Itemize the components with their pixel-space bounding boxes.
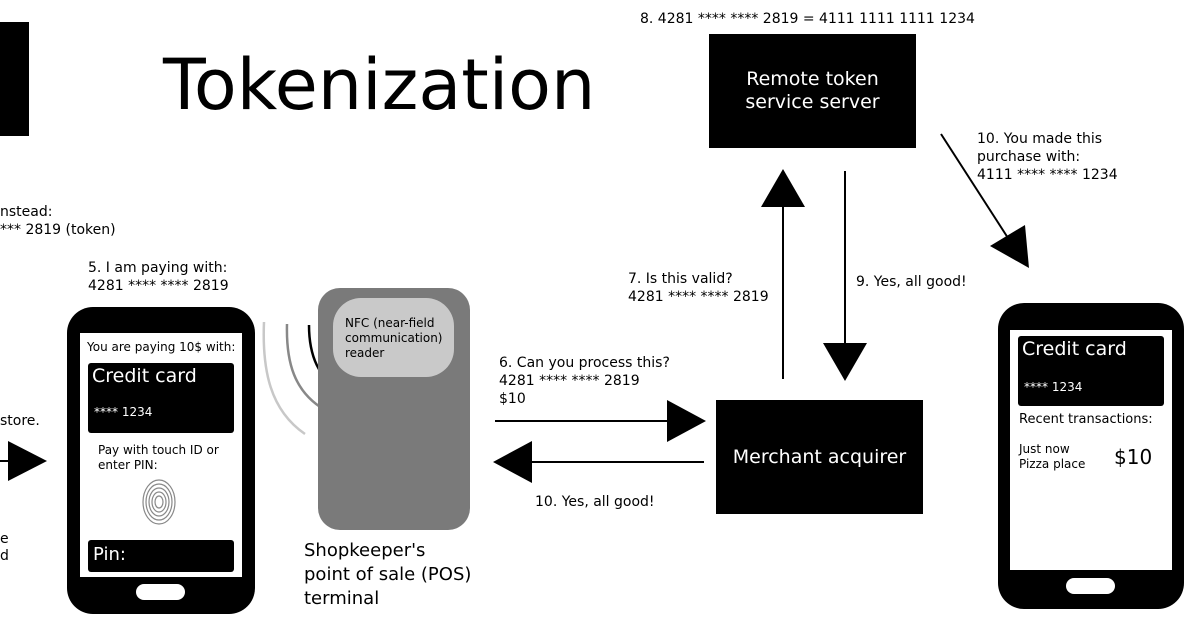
step-5-label: 5. I am paying with: 4281 **** **** 2819 (88, 259, 229, 295)
merchant-acquirer-label: Merchant acquirer (732, 446, 907, 468)
fragment-instead: nstead: (0, 204, 53, 220)
user-phone: Credit card **** 1234 Recent transaction… (998, 303, 1184, 609)
pos-label-line-1: Shopkeeper's (304, 540, 426, 561)
arrow-diagonal-head (990, 225, 1029, 268)
customer-credit-card: Credit card **** 1234 (88, 363, 234, 433)
user-card-title: Credit card (1022, 338, 1127, 360)
arrow-merchant-to-pos-head (493, 441, 532, 483)
step-8-label: 8. 4281 **** **** 2819 = 4111 1111 1111 … (640, 11, 975, 27)
step-10-user-label: 10. You made this purchase with: 4111 **… (977, 130, 1118, 184)
token-server-line-2: service server (745, 91, 880, 113)
nfc-line-3: reader (345, 346, 385, 360)
diagram-title: Tokenization (163, 44, 596, 126)
pos-label-line-2: point of sale (POS) (304, 564, 472, 585)
fingerprint-icon[interactable] (137, 476, 181, 528)
fragment-store: store. (0, 413, 40, 429)
step-7-label: 7. Is this valid? 4281 **** **** 2819 (628, 270, 769, 306)
step-5-line-1: 5. I am paying with: (88, 260, 228, 276)
fragment-token: *** 2819 (token) (0, 222, 116, 238)
pin-field[interactable]: Pin: (88, 540, 234, 572)
step-10-pos-label: 10. Yes, all good! (535, 494, 655, 510)
customer-home-button[interactable] (136, 584, 185, 600)
customer-phone: You are paying 10$ with: Credit card ***… (67, 307, 255, 614)
user-home-button[interactable] (1066, 578, 1115, 594)
nfc-line-2: communication) (345, 331, 443, 345)
token-server-line-1: Remote token (746, 68, 879, 90)
paying-text: You are paying 10$ with: (87, 340, 236, 354)
customer-phone-screen: You are paying 10$ with: Credit card ***… (80, 333, 242, 577)
arrow-up-head (761, 169, 805, 207)
user-card-number: **** 1234 (1024, 380, 1083, 394)
nfc-reader (333, 298, 454, 377)
arrow-pos-to-merchant-head (667, 400, 706, 442)
arrow-down-head (823, 343, 867, 381)
transaction-amount: $10 (1114, 445, 1153, 469)
step-9-label: 9. Yes, all good! (856, 274, 967, 290)
step-6-line-3: $10 (499, 391, 526, 407)
touch-id-line-2: enter PIN: (98, 458, 158, 472)
step-7-line-1: 7. Is this valid? (628, 271, 733, 287)
nfc-wave-outer (262, 321, 306, 436)
touch-id-text: Pay with touch ID or enter PIN: (98, 443, 219, 473)
transaction-time: Just now (1019, 442, 1070, 456)
step-6-line-1: 6. Can you process this? (499, 355, 670, 371)
merchant-acquirer-box: Merchant acquirer (716, 400, 923, 514)
touch-id-line-1: Pay with touch ID or (98, 443, 219, 457)
customer-card-title: Credit card (92, 365, 197, 387)
arrow-left-edge-head (8, 441, 47, 481)
step-10-user-line-1: 10. You made this (977, 131, 1103, 147)
pos-terminal-label: Shopkeeper's point of sale (POS) termina… (304, 539, 471, 611)
nfc-wave-middle (285, 323, 326, 412)
fragment-d: d (0, 548, 9, 564)
step-10-user-line-3: 4111 **** **** 1234 (977, 167, 1118, 183)
pos-label-line-3: terminal (304, 588, 380, 609)
transaction-merchant: Pizza place (1019, 457, 1086, 471)
step-5-line-2: 4281 **** **** 2819 (88, 278, 229, 294)
step-6-label: 6. Can you process this? 4281 **** **** … (499, 354, 670, 408)
fragment-e: e (0, 531, 9, 547)
transaction-desc: Just now Pizza place (1019, 442, 1085, 472)
recent-transactions-heading: Recent transactions: (1019, 412, 1153, 427)
step-10-user-line-2: purchase with: (977, 149, 1081, 165)
left-black-block (0, 22, 29, 136)
pin-label: Pin: (93, 544, 126, 565)
token-server-box: Remote token service server (709, 34, 916, 148)
arrow-diagonal-line (940, 133, 1009, 239)
user-credit-card: Credit card **** 1234 (1018, 336, 1164, 406)
nfc-line-1: NFC (near-field (345, 316, 435, 330)
customer-card-number: **** 1234 (94, 405, 153, 419)
step-7-line-2: 4281 **** **** 2819 (628, 289, 769, 305)
step-6-line-2: 4281 **** **** 2819 (499, 373, 640, 389)
user-phone-screen: Credit card **** 1234 Recent transaction… (1010, 330, 1172, 570)
nfc-reader-label: NFC (near-field communication) reader (345, 316, 442, 361)
